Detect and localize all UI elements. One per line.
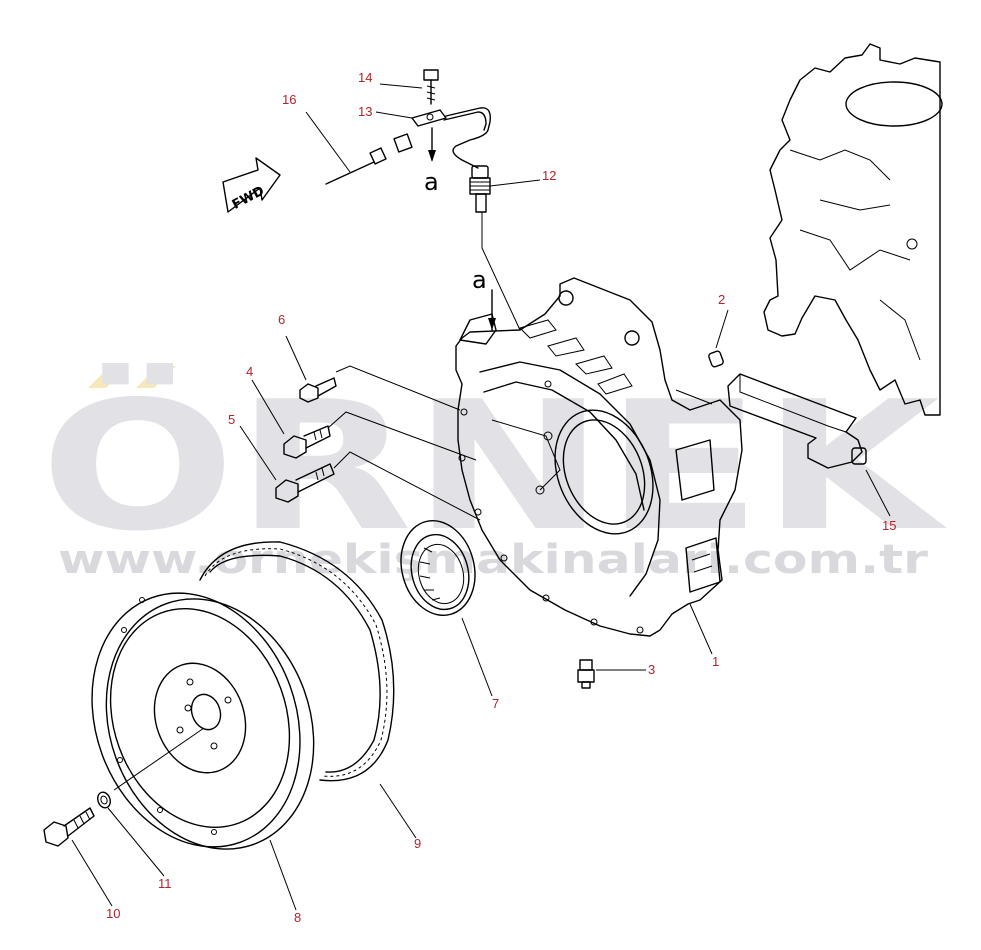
oil-seal-7 — [400, 520, 476, 616]
bolt-guide-lines — [327, 365, 481, 521]
drain-plug-3 — [577, 659, 595, 689]
clamp-13 — [393, 109, 447, 153]
callout-7: 7 — [492, 696, 499, 711]
callout-16: 16 — [282, 92, 296, 107]
callout-10: 10 — [106, 906, 120, 921]
watermark-url: www.ornekişmakinalari.com.tr — [58, 537, 928, 583]
bolt-10 — [43, 807, 95, 847]
cover-15 — [727, 373, 867, 469]
callout-15: 15 — [882, 518, 896, 533]
watermark-accent-dot-left — [88, 366, 128, 388]
callout-5: 5 — [228, 412, 235, 427]
pin-16 — [325, 147, 387, 185]
callout-1: 1 — [712, 654, 719, 669]
callout-4: 4 — [246, 364, 253, 379]
reference-arrow-top: a — [424, 127, 439, 196]
watermark-brand: ÖRNEK — [40, 363, 948, 570]
fwd-label: FWD — [230, 183, 267, 212]
callout-13: 13 — [358, 104, 372, 119]
bolt-4 — [283, 425, 331, 459]
leader-lines — [71, 83, 891, 911]
callout-9: 9 — [414, 836, 421, 851]
callout-labels: 1 2 3 4 5 6 7 8 9 10 11 12 13 14 15 16 — [106, 70, 896, 925]
callout-8: 8 — [294, 910, 301, 925]
bolt-14 — [423, 69, 439, 105]
reference-mark-bottom: a — [472, 266, 487, 294]
bolt-6 — [299, 377, 337, 403]
washer-11 — [97, 791, 111, 809]
dowel-2 — [708, 350, 724, 368]
callout-12: 12 — [542, 168, 556, 183]
callout-2: 2 — [718, 292, 725, 307]
bolt-5 — [275, 463, 335, 503]
reference-mark-top: a — [424, 168, 439, 196]
fwd-arrow-icon: FWD — [222, 157, 281, 213]
callout-14: 14 — [358, 70, 372, 85]
callout-3: 3 — [648, 662, 655, 677]
flywheel-housing-1 — [455, 277, 743, 637]
flywheel-8 — [91, 592, 315, 850]
reference-arrow-bottom: a — [472, 266, 496, 331]
speed-sensor-harness: a a — [325, 69, 521, 331]
watermark-accent-dot-right — [136, 366, 176, 388]
watermark: ÖRNEK www.ornekişmakinalari.com.tr — [40, 363, 948, 583]
callout-11: 11 — [158, 876, 172, 891]
ring-gear-9 — [199, 541, 395, 782]
speed-sensor-12 — [469, 165, 491, 213]
callout-6: 6 — [278, 312, 285, 327]
engine-block — [763, 43, 943, 416]
